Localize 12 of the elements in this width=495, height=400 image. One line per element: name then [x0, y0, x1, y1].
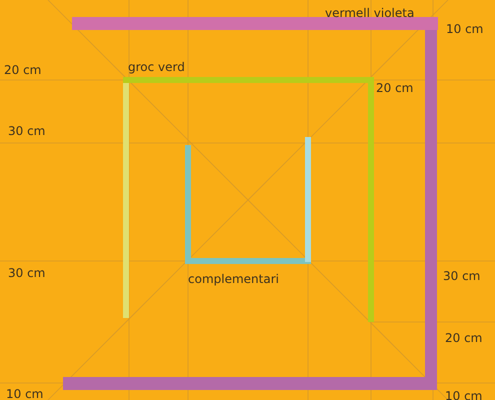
dimension-label: 10 cm — [445, 389, 482, 400]
dimension-label: 20 cm — [4, 63, 42, 77]
color-label: groc verd — [128, 60, 185, 74]
dimension-label: 30 cm — [443, 269, 480, 283]
dimension-label: 30 cm — [8, 124, 46, 138]
dimension-label: 20 cm — [376, 81, 414, 95]
color-label: vermell violeta — [325, 6, 414, 20]
dimension-label: 30 cm — [8, 266, 46, 280]
dimension-label: 20 cm — [445, 331, 482, 345]
dimension-label: 10 cm — [6, 387, 44, 400]
color-label: complementari — [188, 272, 279, 286]
dimension-label: 10 cm — [446, 22, 484, 36]
